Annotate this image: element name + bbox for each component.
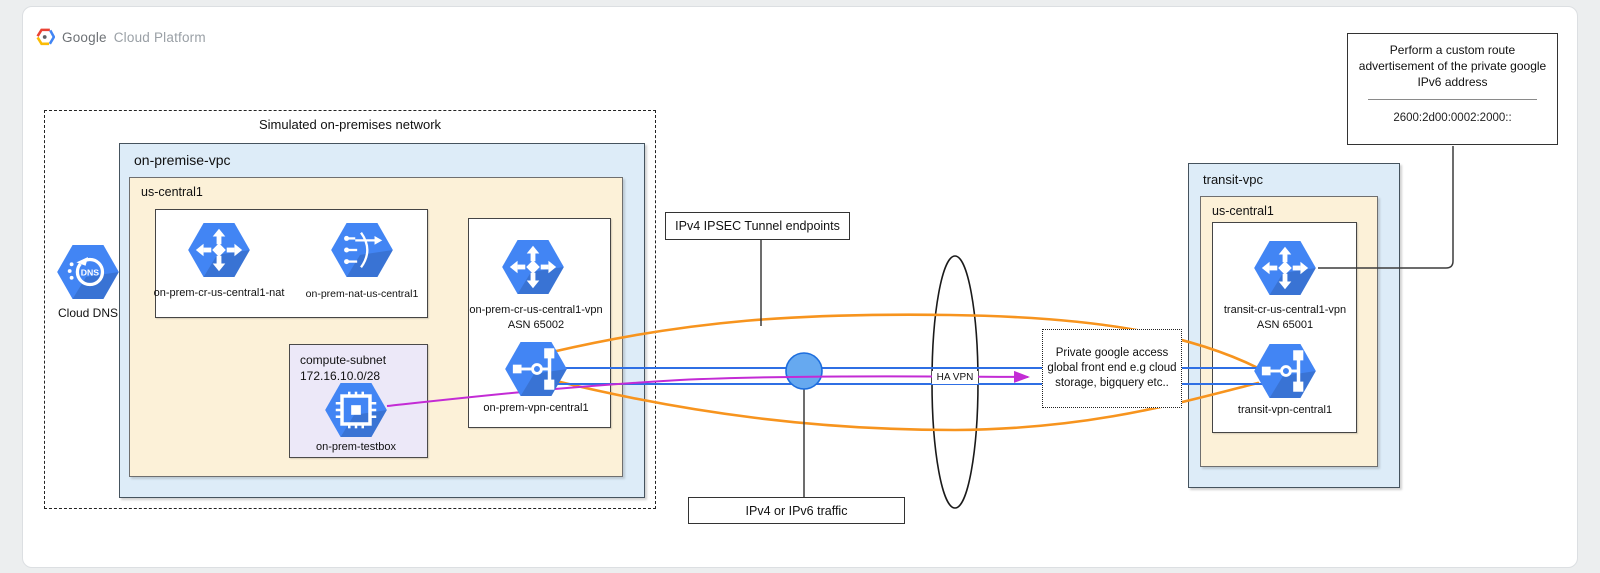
cloud-dns-icon: DNS [57,245,119,299]
private-google-access-box: Private google access global front end e… [1042,329,1182,408]
custom-route-callout: Perform a custom route advertisement of … [1347,33,1558,145]
gcp-logo-icon [36,28,55,46]
callout-text: Perform a custom route advertisement of … [1358,43,1547,89]
callout-divider [1368,99,1537,100]
subnet-cidr: 172.16.10.0/28 [300,369,381,383]
onprem-region-title: us-central1 [141,185,203,199]
ipsec-endpoints-label: IPv4 IPSEC Tunnel endpoints [665,212,850,240]
logo-text-google: Google [62,29,107,45]
cloud-vpn-icon [505,342,567,396]
transit-region-title: us-central1 [1212,204,1274,218]
onprem-router-nat-label: on-prem-cr-us-central1-nat [153,287,285,299]
cloud-router-icon [502,240,564,294]
onprem-vpn-gateway-label: on-prem-vpn-central1 [483,402,589,414]
cloud-nat-icon [331,223,393,277]
onprem-testbox-label: on-prem-testbox [315,441,397,453]
simulated-onprem-group: Simulated on-premises network [44,110,656,509]
transit-vpn-gateway-label: transit-vpn-central1 [1237,404,1333,416]
ha-vpn-label: HA VPN [932,371,978,384]
cloud-router-icon [1254,241,1316,295]
transit-vpc-title: transit-vpc [1203,172,1263,187]
onprem-vpn-router-label: on-prem-cr-us-central1-vpn [469,304,603,316]
callout-ipv6-address: 2600:2d00:0002:2000:: [1393,112,1512,124]
svg-text:DNS: DNS [81,267,100,277]
transit-router-asn: ASN 65001 [1256,319,1314,331]
cloud-router-icon [188,223,250,277]
cloud-dns-label: Cloud DNS [57,306,119,320]
cloud-vpn-icon [1254,344,1316,398]
transit-router-label: transit-cr-us-central1-vpn [1223,304,1347,316]
onprem-vpc-title: on-premise-vpc [134,152,231,168]
onprem-nat-label: on-prem-nat-us-central1 [305,288,419,300]
simulated-onprem-title: Simulated on-premises network [258,117,442,132]
gcp-logo: Google Cloud Platform [36,28,206,46]
compute-engine-icon [325,383,387,437]
onprem-vpn-router-asn: ASN 65002 [507,319,565,331]
logo-text-cloud-platform: Cloud Platform [113,29,206,45]
subnet-name: compute-subnet [300,353,387,367]
traffic-label: IPv4 or IPv6 traffic [688,497,905,524]
